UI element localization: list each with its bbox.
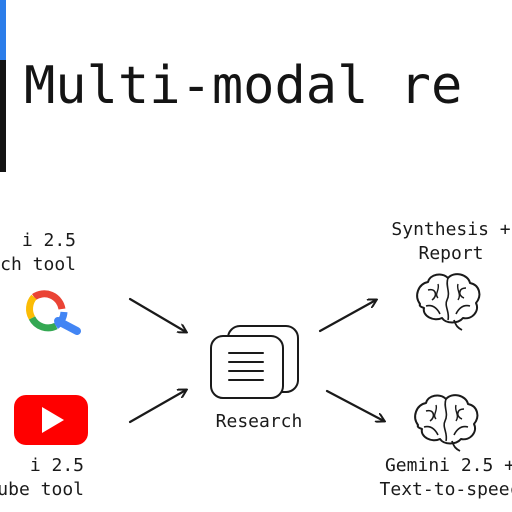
synthesis-node-label: Synthesis + Report bbox=[376, 218, 512, 266]
synthesis-label-line1: Synthesis + bbox=[391, 219, 511, 240]
brain-icon-synthesis bbox=[416, 273, 481, 331]
arrow-search-to-research bbox=[128, 297, 186, 332]
search-label-line2: ch tool bbox=[0, 254, 76, 275]
google-search-icon bbox=[26, 290, 81, 335]
synthesis-label-line2: Report bbox=[418, 243, 484, 264]
tts-label-line2: Text-to-speec bbox=[379, 479, 512, 500]
youtube-node-label: i 2.5 ube tool bbox=[0, 454, 84, 502]
brain-icon-tts bbox=[414, 394, 479, 452]
search-label-line1: i 2.5 bbox=[21, 230, 76, 251]
search-node-label: i 2.5 ch tool bbox=[0, 229, 76, 277]
page-title: Multi-modal re bbox=[24, 56, 463, 116]
youtube-label-line2: ube tool bbox=[0, 479, 84, 500]
left-edge-accent bbox=[0, 0, 6, 60]
arrow-research-to-tts bbox=[325, 389, 384, 421]
documents-stack-icon bbox=[210, 325, 299, 399]
youtube-icon bbox=[14, 395, 88, 445]
research-node-label: Research bbox=[215, 411, 303, 432]
youtube-label-line1: i 2.5 bbox=[29, 455, 84, 476]
tts-node-label: Gemini 2.5 + Text-to-speec bbox=[370, 454, 512, 502]
tts-label-line1: Gemini 2.5 + bbox=[384, 455, 512, 476]
arrow-research-to-synthesis bbox=[318, 300, 376, 333]
left-edge-bar bbox=[0, 0, 6, 172]
arrow-youtube-to-research bbox=[128, 390, 186, 424]
